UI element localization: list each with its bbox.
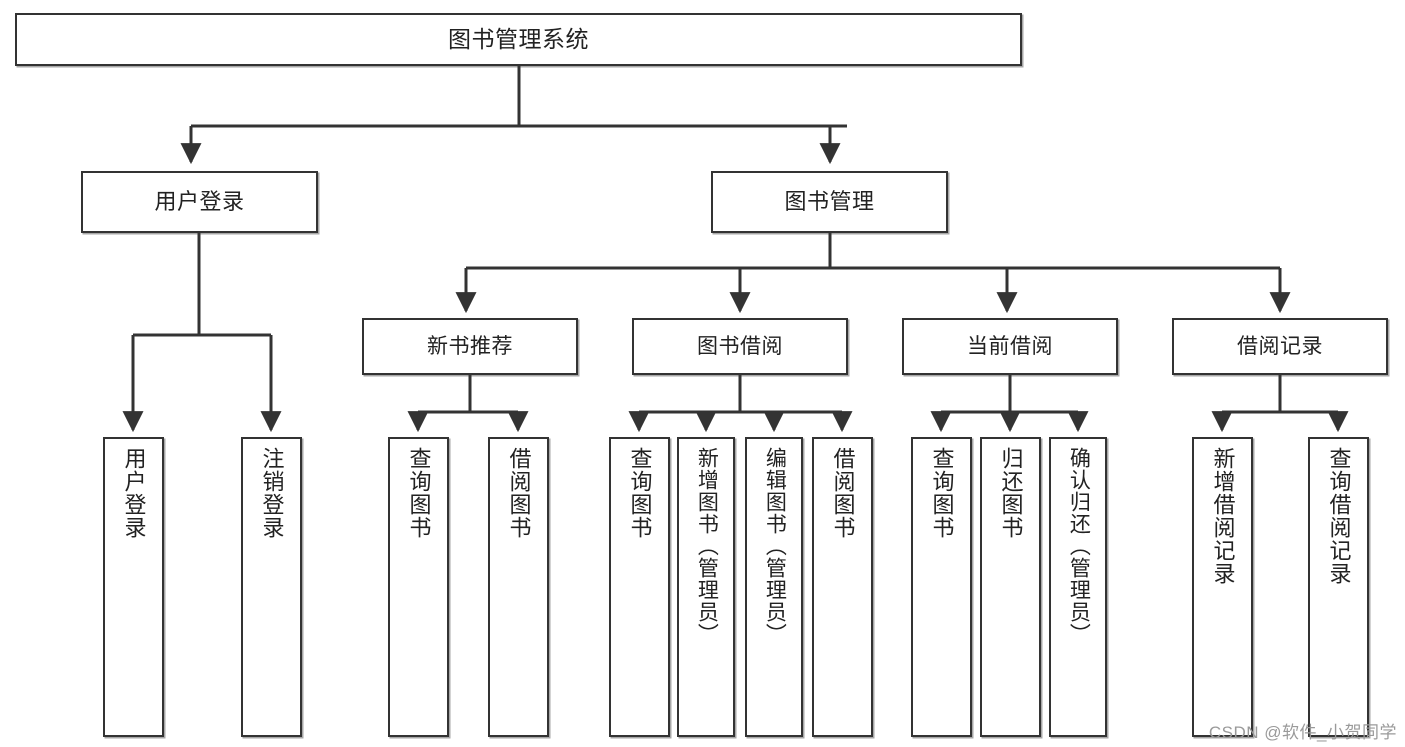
watermark-text: CSDN @软件_小贺同学: [1208, 723, 1397, 742]
leaf-borrow-book-new-label: 借阅图书: [506, 447, 532, 539]
leaf-add-book-admin[interactable]: 新增图书（管理员）: [677, 437, 735, 737]
leaf-borrow-book-label: 借阅图书: [830, 447, 856, 539]
leaf-add-borrow-record[interactable]: 新增借阅记录: [1192, 437, 1253, 737]
node-book-borrow-label: 图书借阅: [697, 334, 783, 358]
leaf-query-book-new-label: 查询图书: [406, 447, 432, 539]
leaf-borrow-book-new[interactable]: 借阅图书: [488, 437, 549, 737]
leaf-return-book-label: 归还图书: [998, 447, 1024, 539]
node-new-book-recommend[interactable]: 新书推荐: [362, 318, 578, 375]
leaf-query-book-current-label: 查询图书: [929, 447, 955, 539]
leaf-query-book-borrow-label: 查询图书: [627, 447, 653, 539]
node-root-label: 图书管理系统: [448, 26, 589, 53]
leaf-query-borrow-record-label: 查询借阅记录: [1326, 447, 1352, 585]
leaf-edit-book-admin[interactable]: 编辑图书（管理员）: [745, 437, 803, 737]
leaf-query-book-new[interactable]: 查询图书: [388, 437, 449, 737]
node-root[interactable]: 图书管理系统: [15, 13, 1022, 66]
node-user-login-label: 用户登录: [154, 188, 245, 214]
leaf-return-book[interactable]: 归还图书: [980, 437, 1041, 737]
node-new-book-recommend-label: 新书推荐: [427, 334, 513, 358]
leaf-logout[interactable]: 注销登录: [241, 437, 302, 737]
node-current-borrow[interactable]: 当前借阅: [902, 318, 1118, 375]
node-borrow-record[interactable]: 借阅记录: [1172, 318, 1388, 375]
leaf-user-login[interactable]: 用户登录: [103, 437, 164, 737]
leaf-confirm-return-admin[interactable]: 确认归还（管理员）: [1049, 437, 1107, 737]
leaf-add-borrow-record-label: 新增借阅记录: [1210, 447, 1236, 585]
node-current-borrow-label: 当前借阅: [967, 334, 1053, 358]
leaf-query-book-current[interactable]: 查询图书: [911, 437, 972, 737]
node-book-management-label: 图书管理: [784, 188, 875, 214]
leaf-edit-book-admin-label: 编辑图书（管理员）: [763, 447, 787, 645]
node-book-management[interactable]: 图书管理: [711, 171, 948, 233]
leaf-user-login-label: 用户登录: [121, 447, 147, 539]
leaf-confirm-return-admin-label: 确认归还（管理员）: [1067, 447, 1091, 645]
leaf-logout-label: 注销登录: [259, 447, 285, 539]
node-borrow-record-label: 借阅记录: [1237, 334, 1323, 358]
leaf-query-borrow-record[interactable]: 查询借阅记录: [1308, 437, 1369, 737]
node-book-borrow[interactable]: 图书借阅: [632, 318, 848, 375]
leaf-query-book-borrow[interactable]: 查询图书: [609, 437, 670, 737]
leaf-add-book-admin-label: 新增图书（管理员）: [695, 447, 719, 645]
node-user-login[interactable]: 用户登录: [81, 171, 318, 233]
leaf-borrow-book[interactable]: 借阅图书: [812, 437, 873, 737]
